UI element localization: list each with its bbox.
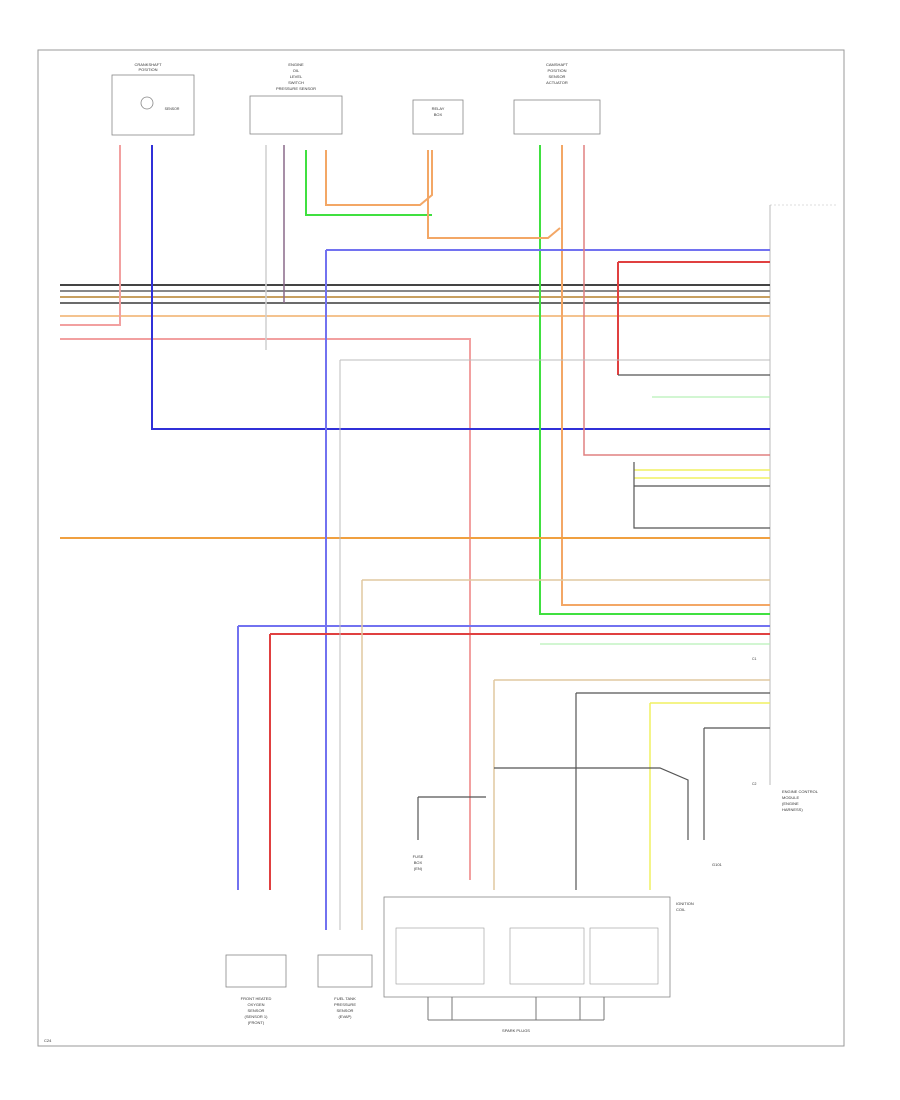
harness-bus [60,284,770,317]
crankshaft-label-1: CRANKSHAFT [134,62,162,67]
ecm-label-1: ENGINE CONTROL [782,789,819,794]
wire-pink-right [583,145,770,456]
ftp-label-4: (EVAP) [338,1014,352,1019]
oil-label-4: SWITCH [288,80,304,85]
o2-label-1: FRONT HEATED [241,996,272,1001]
ecm-label-3: (ENGINE [782,801,799,806]
cam-label-2: POSITION [547,68,566,73]
fuel-tank-pressure-sensor: FUEL TANK PRESSURE SENSOR (EVAP) [317,954,373,1019]
oil-label-1: ENGINE [288,62,304,67]
fuse-box-label: FUSE BOX (EN) [413,854,424,871]
o2-label-3: SENSOR [248,1008,265,1013]
relay-label-1: RELAY [432,106,445,111]
ecm-label-4: HARNESS) [782,807,803,812]
crankshaft-label-3: SENSOR [165,107,180,111]
diagram-frame [37,49,845,1047]
camshaft-actuator: CAMSHAFT POSITION SENSOR ACTUATOR [513,62,601,135]
o2-label-4: (SENSOR 1) [245,1014,269,1019]
ignition-coil-box: IGNITION COIL [383,896,694,998]
oxygen-sensor: FRONT HEATED OXYGEN SENSOR (SENSOR 1) (F… [225,954,287,1025]
wire-light-green [540,396,770,645]
oil-pressure-sensor: ENGINE OIL LEVEL SWITCH PRESSURE SENSOR [249,62,343,135]
ground-ref: G101 [712,862,723,867]
ftp-label-1: FUEL TANK [334,996,356,1001]
o2-label-2: OXYGEN [247,1002,264,1007]
oil-label-5: PRESSURE SENSOR [276,86,316,91]
coil-label-2: COIL [676,907,686,912]
ftp-label-3: SENSOR [337,1008,354,1013]
wire-orange [60,145,770,606]
ecm-c2-ref: C2 [752,782,757,786]
cam-label-3: SENSOR [549,74,566,79]
fuse-label-1: FUSE [413,854,424,859]
fuse-label-3: (EN) [414,866,423,871]
spark-plugs-label: SPARK PLUGS [502,1028,530,1033]
fuse-label-2: BOX [414,860,423,865]
wire-green [305,145,770,615]
crankshaft-sensor: CRANKSHAFT POSITION SENSOR [111,62,195,136]
ftp-label-2: PRESSURE [334,1002,356,1007]
wire-red-lower [269,261,770,890]
ecm-connector-strip: C1 C2 ENGINE CONTROL MODULE (ENGINE HARN… [752,204,836,812]
wire-dark [417,374,770,890]
cam-label-4: ACTUATOR [546,80,568,85]
wire-red-pink [60,145,471,880]
spark-plugs [427,997,605,1021]
wire-blue [151,145,770,430]
crankshaft-label-2: POSITION [138,67,157,72]
cam-label-1: CAMSHAFT [546,62,569,67]
coil-label-1: IGNITION [676,901,694,906]
o2-label-5: (FRONT) [248,1020,265,1025]
relay-label-2: BOX [434,112,443,117]
corner-ref: C24 [44,1038,52,1043]
oil-label-3: LEVEL [290,74,303,79]
relay-box: RELAY BOX [412,99,464,135]
ecm-c1-ref: C1 [752,657,757,661]
oil-label-2: OIL [293,68,300,73]
wire-yellow [634,469,770,890]
wire-blue-lower [237,249,770,930]
wire-gray-mid [339,359,770,930]
wire-tan [361,579,770,930]
ecm-label-2: MODULE [782,795,799,800]
